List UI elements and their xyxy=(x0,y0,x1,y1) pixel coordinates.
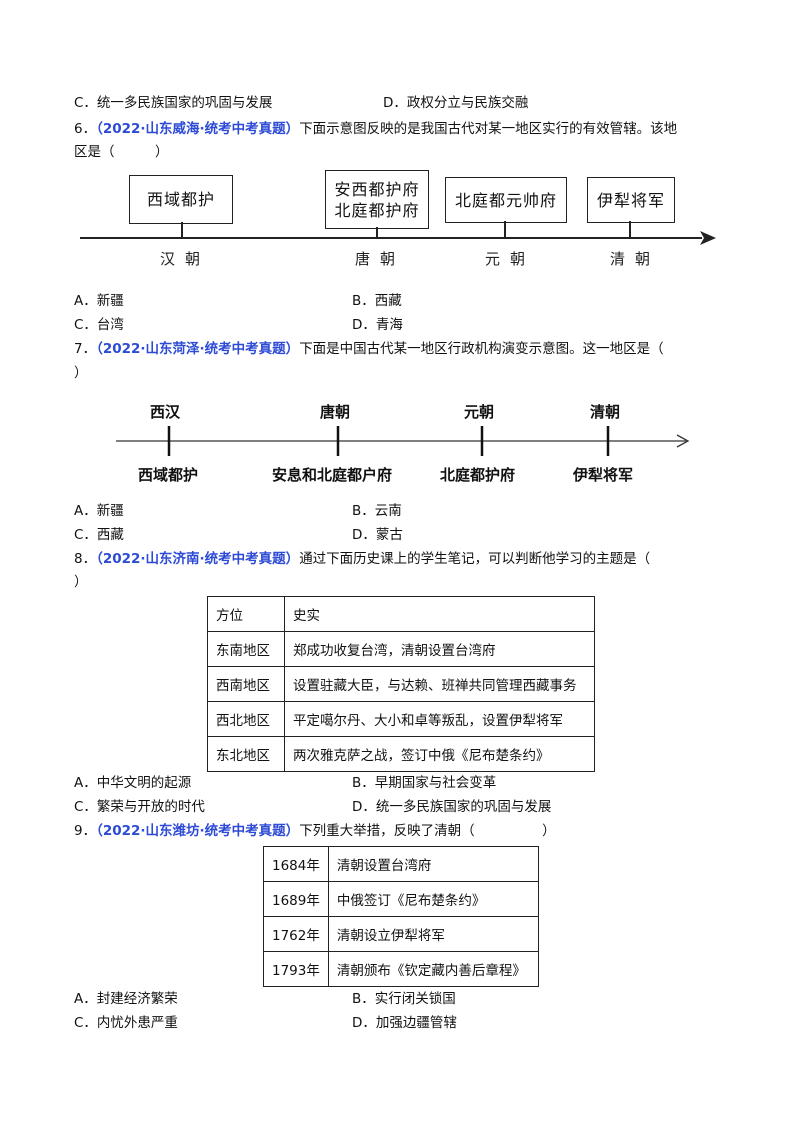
option-c: C．西藏 xyxy=(74,527,124,543)
table-cell: 清朝设立伊犁将军 xyxy=(327,916,540,952)
question-8-stem: 8．（2022·山东济南·统考中考真题）通过下面历史课上的学生笔记，可以判断他学… xyxy=(74,550,650,568)
q6-timeline-axis xyxy=(80,231,716,245)
table-row: 1684年 清朝设置台湾府 xyxy=(263,846,540,882)
option-b: B．西藏 xyxy=(352,293,402,309)
connector xyxy=(504,221,506,238)
question-source: （2022·山东济南·统考中考真题） xyxy=(96,551,300,567)
table-cell: 东北地区 xyxy=(207,736,285,772)
question-text: 下面是中国古代某一地区行政机构演变示意图。这一地区是（ xyxy=(299,341,664,357)
q9-events-table: 1684年 清朝设置台湾府 1689年 中俄签订《尼布楚条约》 1762年 清朝… xyxy=(263,846,540,987)
agency-label: 伊犁将军 xyxy=(573,466,634,484)
connector xyxy=(181,222,183,238)
dynasty-label: 元朝 xyxy=(485,250,536,268)
option-d: D．青海 xyxy=(352,317,403,333)
dynasty-label: 清朝 xyxy=(610,250,661,268)
period-label: 清朝 xyxy=(590,403,621,421)
question-number: 8． xyxy=(74,551,97,567)
table-row: 东北地区 两次雅克萨之战，签订中俄《尼布楚条约》 xyxy=(207,736,595,772)
table-row: 1793年 清朝颁布《钦定藏内善后章程》 xyxy=(263,951,540,987)
table-cell: 设置驻藏大臣，与达赖、班禅共同管理西藏事务 xyxy=(284,666,595,702)
table-row: 西南地区 设置驻藏大臣，与达赖、班禅共同管理西藏事务 xyxy=(207,666,595,702)
agency-label: 北庭都护府 xyxy=(440,466,516,484)
option-c: C．内忧外患严重 xyxy=(74,1015,178,1031)
box-label: 北庭都元帅府 xyxy=(454,190,557,210)
table-cell: 1689年 xyxy=(263,881,329,917)
table-cell: 1793年 xyxy=(263,951,329,987)
table-cell: 平定噶尔丹、大小和卓等叛乱，设置伊犁将军 xyxy=(284,701,595,737)
option-d: D．统一多民族国家的巩固与发展 xyxy=(352,799,552,815)
option-a: A．中华文明的起源 xyxy=(74,775,192,791)
option-c: C．繁荣与开放的时代 xyxy=(74,799,205,815)
question-9-stem: 9．（2022·山东潍坊·统考中考真题）下列重大举措，反映了清朝（ ） xyxy=(74,822,556,840)
question-text: 通过下面历史课上的学生笔记，可以判断他学习的主题是（ xyxy=(299,551,651,567)
option-d: D．蒙古 xyxy=(352,527,403,543)
box-label: 北庭都护府 xyxy=(334,200,420,220)
question-source: （2022·山东潍坊·统考中考真题） xyxy=(96,823,300,839)
question-number: 6． xyxy=(74,121,97,137)
question-8-stem-cont: ） xyxy=(74,574,88,590)
question-number: 9． xyxy=(74,823,97,839)
box-label: 安西都护府 xyxy=(334,179,420,199)
question-text: 下列重大举措，反映了清朝（ ） xyxy=(299,823,556,839)
table-row: 东南地区 郑成功收复台湾，清朝设置台湾府 xyxy=(207,631,595,667)
option-b: B．云南 xyxy=(352,503,402,519)
q6-box-1: 西域都护 xyxy=(129,175,233,224)
q8-notes-table: 方位 史实 东南地区 郑成功收复台湾，清朝设置台湾府 西南地区 设置驻藏大臣，与… xyxy=(207,596,595,772)
table-cell: 1684年 xyxy=(263,846,329,882)
connector xyxy=(629,221,631,238)
table-cell: 西北地区 xyxy=(207,701,285,737)
q6-box-3: 北庭都元帅府 xyxy=(445,177,567,223)
dynasty-label: 唐朝 xyxy=(355,250,406,268)
option-c: C．统一多民族国家的巩固与发展 xyxy=(74,95,273,111)
period-label: 唐朝 xyxy=(320,403,351,421)
table-row: 西北地区 平定噶尔丹、大小和卓等叛乱，设置伊犁将军 xyxy=(207,701,595,737)
period-label: 西汉 xyxy=(150,403,181,421)
table-row: 1762年 清朝设立伊犁将军 xyxy=(263,916,540,952)
period-label: 元朝 xyxy=(464,403,495,421)
option-a: A．新疆 xyxy=(74,503,124,519)
option-b: B．实行闭关锁国 xyxy=(352,991,456,1007)
table-cell: 清朝颁布《钦定藏内善后章程》 xyxy=(327,951,540,987)
table-header-row: 方位 史实 xyxy=(207,596,595,632)
question-6-stem: 6．（2022·山东威海·统考中考真题）下面示意图反映的是我国古代对某一地区实行… xyxy=(74,120,677,138)
question-source: （2022·山东威海·统考中考真题） xyxy=(96,121,300,137)
q7-timeline-axis xyxy=(116,426,690,456)
connector xyxy=(376,227,378,238)
question-7-stem-cont: ） xyxy=(74,365,88,381)
question-source: （2022·山东菏泽·统考中考真题） xyxy=(96,341,300,357)
question-number: 7． xyxy=(74,341,97,357)
table-header-cell: 史实 xyxy=(284,596,595,632)
table-cell: 郑成功收复台湾，清朝设置台湾府 xyxy=(284,631,595,667)
question-6-stem-cont: 区是（ ） xyxy=(74,144,169,160)
question-text: 下面示意图反映的是我国古代对某一地区实行的有效管辖。该地 xyxy=(299,121,678,137)
q6-box-2: 安西都护府 北庭都护府 xyxy=(325,170,429,229)
question-7-stem: 7．（2022·山东菏泽·统考中考真题）下面是中国古代某一地区行政机构演变示意图… xyxy=(74,340,664,358)
table-row: 1689年 中俄签订《尼布楚条约》 xyxy=(263,881,540,917)
option-b: B．早期国家与社会变革 xyxy=(352,775,497,791)
table-cell: 中俄签订《尼布楚条约》 xyxy=(327,881,540,917)
box-label: 西域都护 xyxy=(146,190,215,209)
agency-label: 西域都护 xyxy=(138,466,199,484)
table-cell: 西南地区 xyxy=(207,666,285,702)
table-header-cell: 方位 xyxy=(207,596,285,632)
table-cell: 东南地区 xyxy=(207,631,285,667)
option-d: D．政权分立与民族交融 xyxy=(383,95,529,111)
option-a: A．封建经济繁荣 xyxy=(74,991,178,1007)
agency-label: 安息和北庭都户府 xyxy=(272,466,393,484)
option-d: D．加强边疆管辖 xyxy=(352,1015,457,1031)
table-cell: 两次雅克萨之战，签订中俄《尼布楚条约》 xyxy=(284,736,595,772)
box-label: 伊犁将军 xyxy=(596,190,665,210)
table-cell: 清朝设置台湾府 xyxy=(327,846,540,882)
option-a: A．新疆 xyxy=(74,293,124,309)
table-cell: 1762年 xyxy=(263,916,329,952)
q6-box-4: 伊犁将军 xyxy=(587,177,675,223)
option-c: C．台湾 xyxy=(74,317,124,333)
dynasty-label: 汉朝 xyxy=(160,250,211,268)
